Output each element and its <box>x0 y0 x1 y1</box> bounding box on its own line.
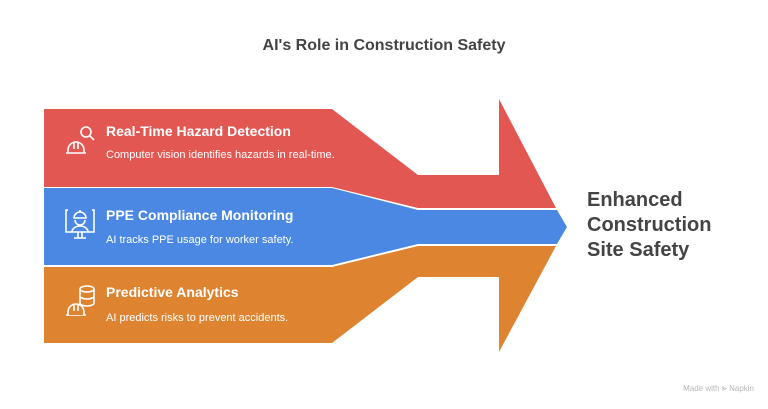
item-description: AI predicts risks to prevent accidents. <box>106 312 289 324</box>
item-hazard-detection: Real-Time Hazard Detection Computer visi… <box>44 109 335 187</box>
hardhat-search-icon <box>66 126 95 154</box>
band-ppe-compliance <box>44 188 567 265</box>
made-with-text: Made with <box>683 384 720 393</box>
item-heading: Predictive Analytics <box>106 284 239 300</box>
outcome-line: Construction <box>587 214 712 236</box>
item-predictive-analytics: Predictive Analytics AI predicts risks t… <box>44 267 334 343</box>
outcome-line: Site Safety <box>587 239 690 261</box>
item-heading: PPE Compliance Monitoring <box>106 207 294 223</box>
band-predictive-analytics <box>44 246 556 352</box>
band-hazard-detection <box>44 99 556 208</box>
hardhat-database-icon <box>66 285 95 316</box>
item-heading: Real-Time Hazard Detection <box>106 123 291 139</box>
outcome-line: Enhanced <box>587 189 683 211</box>
item-description: AI tracks PPE usage for worker safety. <box>106 234 294 246</box>
worker-monitor-icon <box>65 209 95 239</box>
outcome-label: Enhanced Construction Site Safety <box>587 188 757 263</box>
diagram-title: AI's Role in Construction Safety <box>262 37 506 54</box>
item-description: Computer vision identifies hazards in re… <box>106 149 335 161</box>
napkin-logo-icon: ⪢ <box>721 383 727 393</box>
brand-name: Napkin <box>729 384 754 393</box>
made-with-footer: Made with ⪢ Napkin <box>683 383 754 394</box>
item-ppe-compliance: PPE Compliance Monitoring AI tracks PPE … <box>44 188 334 265</box>
